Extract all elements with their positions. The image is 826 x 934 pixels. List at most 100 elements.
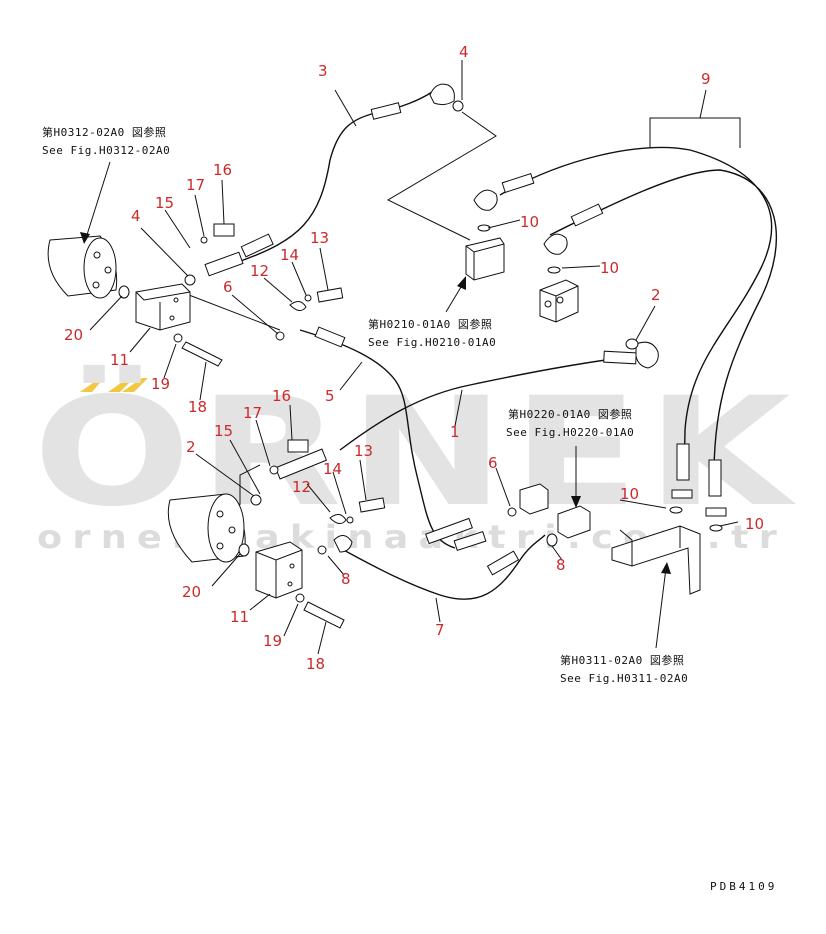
o-ring-6-lower (507, 507, 517, 517)
clamp-12 (289, 301, 307, 311)
block-11-lower (255, 541, 303, 599)
ref-h0210-jp: 第H0210-01A0 図参照 (368, 317, 492, 331)
callout-13: 13 (310, 229, 329, 247)
bolt-13-lower (358, 497, 386, 513)
bolt-16 (213, 223, 235, 237)
ref-h0312-jp: 第H0312-02A0 図参照 (42, 125, 166, 139)
o-ring-4 (184, 274, 196, 286)
hose-lines (175, 83, 778, 600)
callout-9: 9 (701, 70, 711, 88)
callout-20: 20 (64, 326, 83, 344)
ref-h0220-en: See Fig.H0220-01A0 (506, 426, 634, 439)
hose-9b (549, 169, 778, 471)
callout-2: 2 (651, 286, 661, 304)
hose-5-sleeve (453, 530, 487, 552)
leader-lines (89, 60, 739, 655)
callout-18b: 18 (306, 655, 325, 673)
callout-15: 15 (155, 194, 174, 212)
bolt-16-lower (287, 439, 309, 453)
callouts: 3 4 9 15 17 16 4 13 14 12 6 10 10 2 20 1… (64, 43, 764, 673)
callout-17b: 17 (243, 404, 262, 422)
hose-9-flange (671, 489, 693, 499)
o-ring-2 (625, 338, 639, 350)
callout-14b: 14 (323, 460, 342, 478)
callout-6b: 6 (488, 454, 498, 472)
callout-10: 10 (520, 213, 539, 231)
o-ring-8 (546, 533, 558, 547)
callout-17: 17 (186, 176, 205, 194)
watermark-accent (80, 378, 104, 392)
drawing-code: PDB4109 (710, 880, 777, 893)
callout-19b: 19 (263, 632, 282, 650)
hose-9-elbow (543, 233, 568, 255)
o-ring-2-lower (250, 494, 262, 506)
hose-9-sleeve (708, 459, 722, 497)
callout-18: 18 (188, 398, 207, 416)
fitting-elbow-lower (333, 535, 353, 553)
fitting-16 (204, 251, 244, 277)
hose-6-line (175, 289, 281, 331)
valve-small-b (557, 505, 591, 539)
hose-3-elbow (429, 83, 455, 106)
washer-17-lower (269, 465, 279, 475)
o-ring-20 (118, 285, 130, 299)
hose-3 (237, 91, 433, 263)
callout-1: 1 (450, 423, 460, 441)
valve-small-a (519, 483, 549, 515)
callout-10b: 10 (600, 259, 619, 277)
figure-references: 第H0312-02A0 図参照 See Fig.H0312-02A0 第H021… (42, 125, 688, 685)
bolt-lower (425, 517, 473, 545)
callout-11b: 11 (230, 608, 249, 626)
callout-16: 16 (213, 161, 232, 179)
hose-1-sleeve (603, 350, 637, 365)
o-ring-10 (709, 524, 723, 532)
hose-7-sleeve (486, 550, 520, 576)
o-ring-4-top (452, 100, 464, 112)
callout-6: 6 (223, 278, 233, 296)
callout-8b: 8 (556, 556, 566, 574)
hose-1-elbow (635, 341, 659, 369)
hose-9-flange (705, 507, 727, 517)
bolt-13 (316, 287, 344, 303)
hose-7 (339, 534, 546, 600)
washer-14 (304, 294, 312, 302)
washer-17 (200, 236, 208, 244)
fitting-16-lower (274, 448, 328, 480)
hose-3-sleeve (240, 233, 274, 258)
callout-15b: 15 (214, 422, 233, 440)
bolt-18 (181, 341, 223, 367)
bracket-9 (649, 117, 741, 148)
hose-5 (299, 329, 456, 549)
ref-h0210-en: See Fig.H0210-01A0 (368, 336, 496, 349)
valve-block-2 (539, 279, 579, 323)
ref-h0311-jp: 第H0311-02A0 図参照 (560, 653, 684, 667)
o-ring-10 (669, 506, 683, 514)
o-ring-8-lower (317, 545, 327, 555)
watermark-accent (108, 378, 134, 392)
callout-20b: 20 (182, 583, 201, 601)
callout-4: 4 (459, 43, 469, 61)
valve-block-h0210 (465, 237, 505, 281)
watermark-accent (122, 378, 148, 392)
hose-1 (339, 357, 621, 451)
ref-h0220-jp: 第H0220-01A0 図参照 (508, 407, 632, 421)
motor-upper (47, 235, 118, 299)
callout-3: 3 (318, 62, 328, 80)
callout-5: 5 (325, 387, 335, 405)
callout-12b: 12 (292, 478, 311, 496)
o-ring-20-lower (238, 543, 250, 557)
callout-13b: 13 (354, 442, 373, 460)
ref-h0312-en: See Fig.H0312-02A0 (42, 144, 170, 157)
motor-lower (167, 493, 246, 563)
bolt-18-lower (303, 601, 345, 629)
block-11-upper (135, 283, 191, 331)
reference-arrows (80, 161, 671, 649)
ref-h0311-en: See Fig.H0311-02A0 (560, 672, 688, 685)
callout-8: 8 (341, 570, 351, 588)
washer-19 (173, 333, 183, 343)
components (47, 100, 723, 629)
callout-10c: 10 (620, 485, 639, 503)
hose-3-sleeve (370, 102, 402, 120)
